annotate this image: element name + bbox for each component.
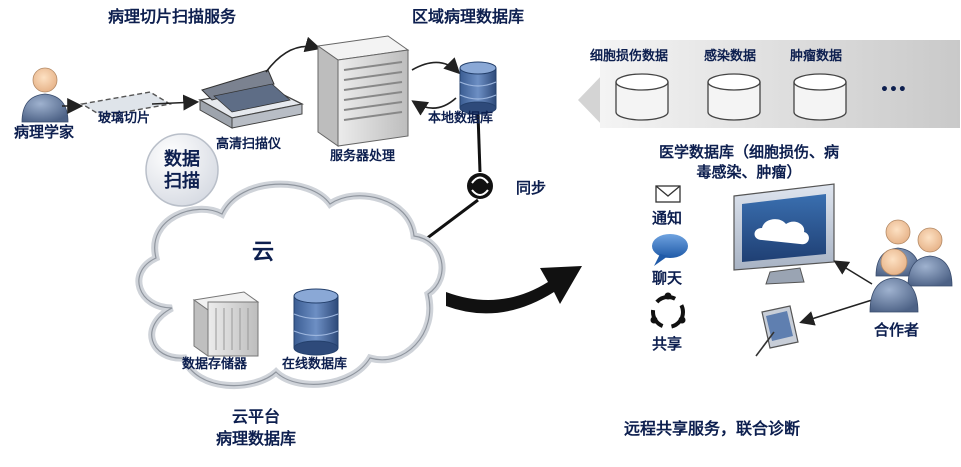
data-scan-label-1: 数据	[164, 149, 200, 170]
scan-service-title: 病理切片扫描服务	[108, 7, 237, 26]
scanner-label: 高清扫描仪	[216, 137, 282, 152]
scanner-to-server-arrow	[265, 36, 322, 73]
collaborator-to-tablet-arrow	[799, 299, 873, 326]
glass-slide-label: 玻璃切片	[98, 111, 151, 126]
cell-damage-db-label: 细胞损伤数据	[590, 49, 669, 64]
scanner-icon	[198, 69, 304, 129]
glass-slide-icon	[80, 91, 172, 117]
tumor-db-label: 肿瘤数据	[790, 49, 843, 64]
share-label: 共享	[652, 335, 683, 353]
server-label: 服务器处理	[330, 149, 396, 164]
data-storage-icon	[192, 291, 260, 357]
sync-icon	[467, 173, 493, 199]
online-database-icon	[293, 288, 339, 356]
cell-damage-db-icon	[615, 73, 669, 121]
monitor-icon	[733, 183, 835, 285]
slide-to-scanner-arrow	[151, 94, 200, 111]
local-database-icon	[459, 61, 497, 115]
cloud-label: 云	[252, 240, 275, 265]
more-db-indicator: •••	[880, 82, 907, 98]
cloud-platform-caption-2: 病理数据库	[215, 429, 296, 448]
infection-db-icon	[707, 73, 761, 121]
medical-db-caption-1: 医学数据库（细胞损伤、病	[658, 143, 839, 161]
cloud-shape	[135, 180, 446, 390]
online-db-label: 在线数据库	[282, 357, 348, 372]
collaborator-label: 合作者	[874, 321, 920, 339]
pathologist-label: 病理学家	[14, 123, 75, 141]
chat-label: 聊天	[652, 269, 683, 287]
collaborators-icon	[869, 219, 953, 313]
tablet-icon	[755, 305, 799, 357]
share-icon	[650, 292, 686, 329]
data-scan-label-2: 扫描	[164, 171, 200, 192]
collaborator-to-monitor-arrow	[833, 260, 873, 285]
sync-label: 同步	[516, 179, 547, 197]
server-to-local-db-arrow	[411, 57, 461, 75]
server-icon	[316, 35, 410, 147]
storage-label: 数据存储器	[182, 357, 248, 372]
chat-bubble-icon	[652, 234, 688, 266]
mail-icon	[655, 185, 681, 203]
notify-label: 通知	[652, 209, 683, 227]
regional-db-title: 区域病理数据库	[412, 7, 525, 26]
pathologist-icon	[21, 67, 69, 123]
tumor-db-icon	[793, 73, 847, 121]
medical-db-caption-2: 毒感染、肿瘤）	[696, 163, 802, 181]
local-db-label: 本地数据库	[428, 111, 494, 126]
local-db-to-server-arrow	[411, 97, 457, 116]
cloud-to-sharing-arrow	[446, 266, 582, 314]
cloud-platform-caption-1: 云平台	[231, 407, 280, 426]
remote-sharing-caption: 远程共享服务，联合诊断	[624, 419, 801, 438]
infection-db-label: 感染数据	[704, 49, 757, 64]
sync-line-top	[476, 113, 482, 173]
data-scan-badge	[145, 133, 219, 207]
